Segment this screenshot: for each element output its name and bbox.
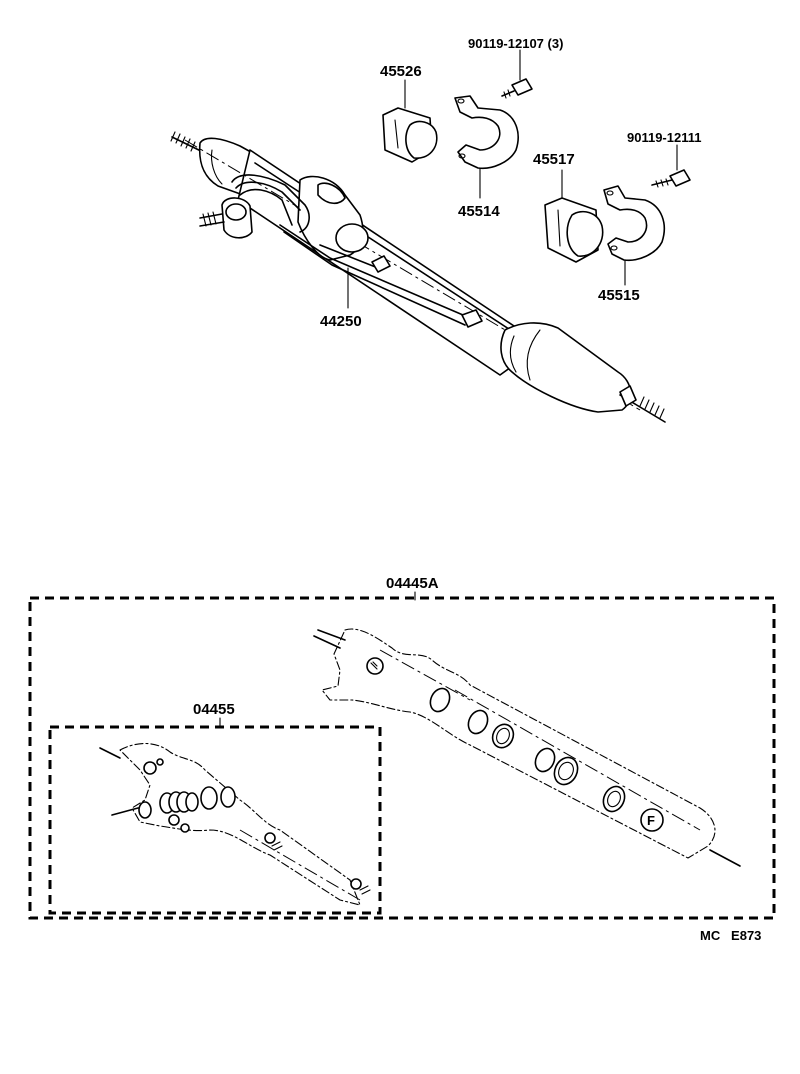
label-gasket-kit: 04445A [386, 575, 439, 592]
gasket-kit-rack-outline: F [313, 628, 741, 867]
bushing-45526 [382, 107, 438, 163]
label-bolt-2: 90119-12111 [627, 130, 701, 145]
seal-kit-frame [48, 725, 382, 915]
bushing-45517 [544, 197, 604, 263]
label-bracket-45514: 45514 [458, 203, 500, 220]
label-tube-44250: 44250 [320, 313, 362, 330]
label-bushing-45526: 45526 [380, 63, 422, 80]
label-bracket-45515: 45515 [598, 287, 640, 304]
steering-rack-assembly [170, 131, 666, 423]
svg-text:F: F [647, 813, 655, 828]
bracket-45514 [454, 95, 519, 170]
label-bolt-1: 90119-12107 (3) [468, 36, 563, 51]
gasket-kit-frame [28, 596, 776, 920]
seal-kit-rack-outline [99, 742, 371, 906]
bracket-45515 [603, 185, 666, 262]
reference-code: MC E873 [700, 928, 761, 943]
bolt-90119-12111 [651, 169, 691, 188]
bolt-90119-12107 [501, 78, 533, 99]
label-seal-kit: 04455 [193, 701, 235, 718]
label-bushing-45517: 45517 [533, 151, 575, 168]
